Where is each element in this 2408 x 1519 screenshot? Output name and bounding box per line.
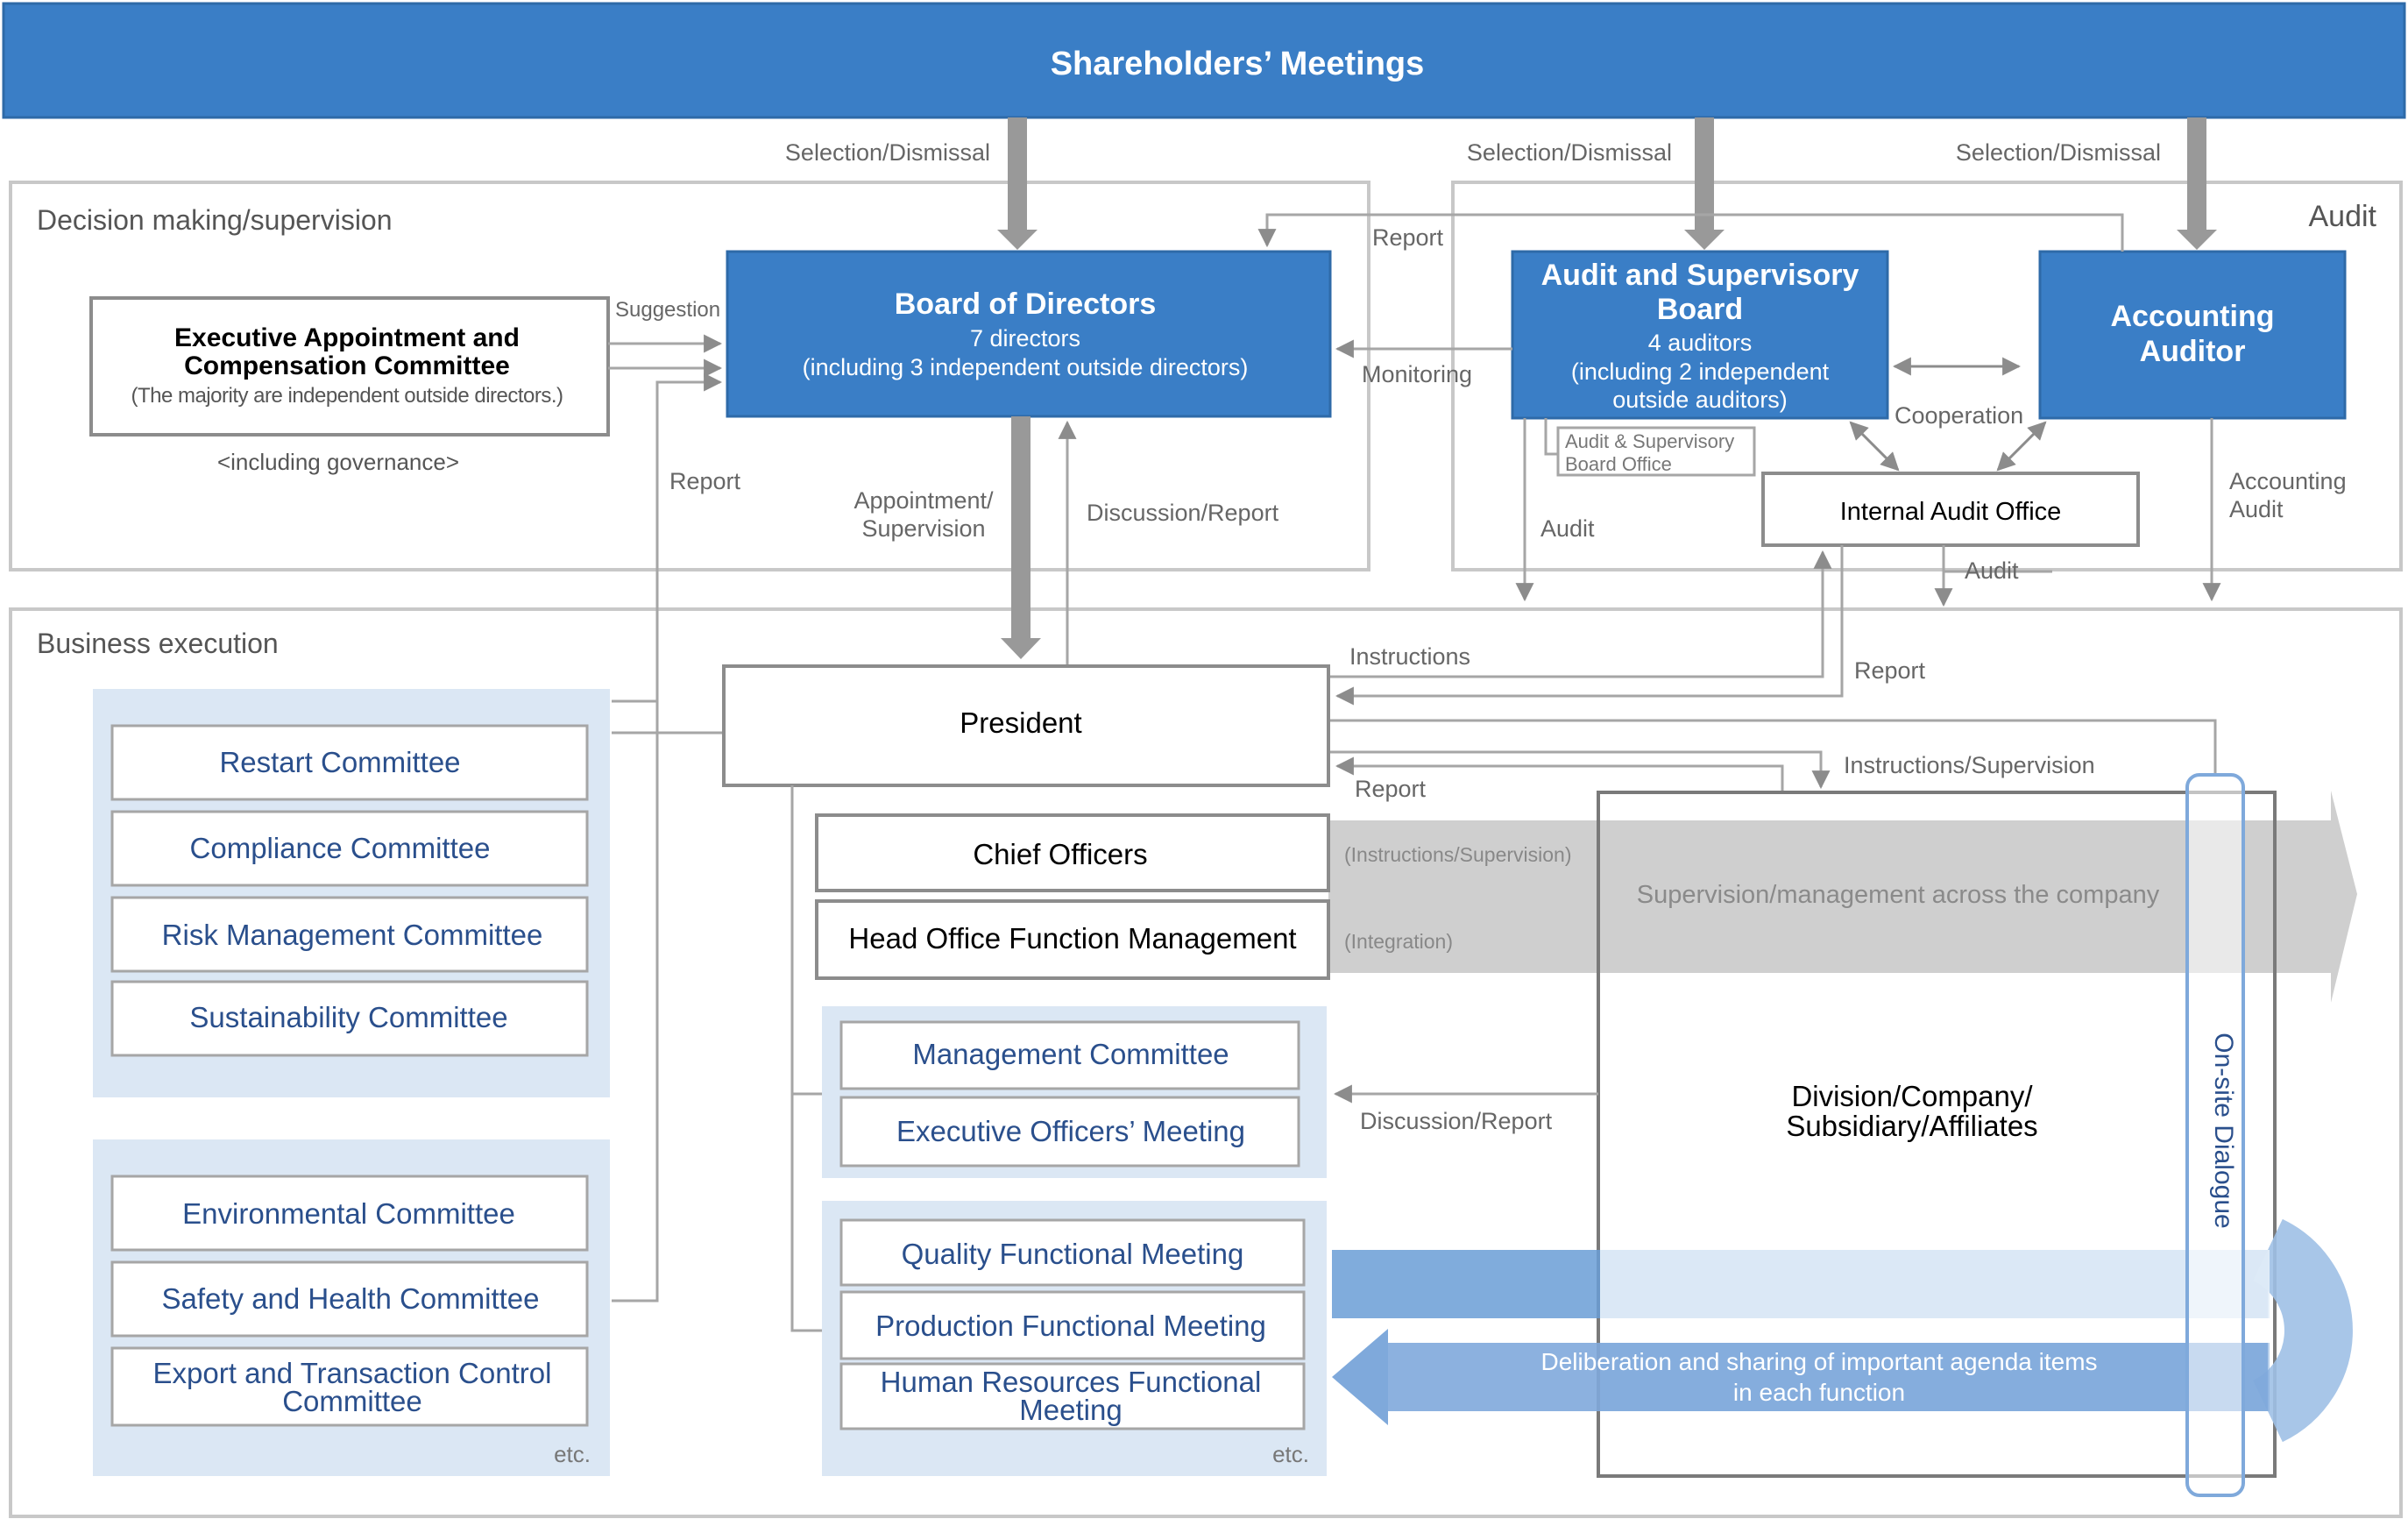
accounting-audit-label-1: Accounting (2229, 468, 2347, 494)
committee-export-2: Committee (282, 1385, 422, 1417)
committee-list-2: Environmental Committee Safety and Healt… (110, 1175, 589, 1427)
chief-officers-box (815, 813, 1330, 892)
meeting-production: Production Functional Meeting (875, 1310, 1266, 1342)
selection-arrow-accounting (2177, 117, 2217, 250)
monitoring-label: Monitoring (1362, 361, 1472, 387)
deliberation-arrow (1332, 1218, 2353, 1443)
supervision-management-arrow (1328, 791, 2357, 1003)
onsite-dialogue-label: On-site Dialogue (2209, 1033, 2238, 1228)
report-president-arrow (1335, 756, 1784, 792)
board-detail: (including 3 independent outside directo… (803, 354, 1249, 380)
instructions-supervision-arrow (1328, 750, 1831, 790)
division-label-2: Subsidiary/Affiliates (1786, 1110, 2037, 1142)
selection-label-3: Selection/Dismissal (1956, 139, 2161, 166)
appointment-arrow (1001, 416, 1041, 659)
committee-risk: Risk Management Committee (162, 919, 543, 951)
shareholders-banner (2, 2, 2406, 119)
committee-safety: Safety and Health Committee (161, 1282, 539, 1315)
committee-restart: Restart Committee (219, 746, 460, 778)
discussion-report-2-label: Discussion/Report (1360, 1108, 1553, 1134)
asb-box (1511, 250, 1889, 420)
asb-detail-1: (including 2 independent (1571, 358, 1830, 385)
committee-export-1: Export and Transaction Control (153, 1357, 552, 1389)
suggestion-label: Suggestion (615, 298, 720, 322)
accounting-auditor-2: Auditor (2140, 335, 2246, 368)
audit-asb-label: Audit (1540, 515, 1595, 542)
business-section-label: Business execution (37, 628, 279, 659)
asb-count: 4 auditors (1648, 330, 1753, 356)
instructions-arrow (1328, 550, 1832, 678)
meeting-executive-officers: Executive Officers’ Meeting (896, 1115, 1245, 1147)
report-iao-arrow (1335, 545, 1844, 706)
report-president-label: Report (1355, 776, 1427, 802)
committee-list-1: Restart Committee Compliance Committee R… (110, 724, 589, 1057)
committee-compliance: Compliance Committee (190, 832, 491, 864)
supervision-management-label: Supervision/management across the compan… (1637, 881, 2160, 909)
appointment-label-1: Appointment/ (853, 487, 994, 514)
board-box (726, 250, 1332, 418)
committee-environmental: Environmental Committee (182, 1197, 515, 1230)
meetings-etc: etc. (1272, 1441, 1309, 1467)
president-label: President (960, 706, 1081, 739)
division-box (1597, 791, 2277, 1478)
asb-office-1: Audit & Supervisory (1565, 430, 1734, 452)
asb-detail-2: outside auditors) (1612, 387, 1788, 413)
selection-label-1: Selection/Dismissal (785, 139, 990, 166)
internal-audit-box (1761, 472, 2140, 547)
instr-sup-paren-label: (Instructions/Supervision) (1344, 843, 1572, 866)
report-left-arrow (612, 373, 723, 703)
asb-title-2: Board (1657, 293, 1743, 326)
eacc-note: (The majority are independent outside di… (131, 384, 563, 408)
governance-note: <including governance> (217, 449, 459, 475)
audit-section-label: Audit (2309, 200, 2377, 233)
selection-label-2: Selection/Dismissal (1467, 139, 1672, 166)
report-top-label: Report (1372, 224, 1444, 251)
asb-office-2: Board Office (1565, 453, 1672, 475)
eacc-title-2: Compensation Committee (184, 351, 510, 380)
head-office-box (815, 899, 1330, 980)
accounting-auditor-1: Accounting (2111, 300, 2275, 333)
deliberation-label-1: Deliberation and sharing of important ag… (1540, 1348, 2097, 1375)
shareholders-title: Shareholders’ Meetings (1051, 46, 1425, 82)
division-label-1: Division/Company/ (1791, 1080, 2033, 1112)
chief-officers-label: Chief Officers (973, 838, 1147, 870)
board-title: Board of Directors (895, 287, 1157, 321)
internal-audit-label: Internal Audit Office (1840, 498, 2062, 526)
instructions-supervision-label: Instructions/Supervision (1844, 752, 2095, 778)
board-count: 7 directors (970, 325, 1080, 351)
committee-sustainability: Sustainability Committee (189, 1001, 507, 1033)
onsite-dialogue-pill (2185, 773, 2245, 1497)
asb-title-1: Audit and Supervisory (1541, 259, 1859, 292)
integration-label: (Integration) (1344, 930, 1453, 953)
appointment-label-2: Supervision (861, 515, 985, 542)
president-box (722, 664, 1330, 787)
eacc-title-1: Executive Appointment and (174, 323, 520, 352)
asb-office-box (1556, 426, 1756, 477)
accounting-auditor-box (2038, 250, 2347, 420)
report-arrow-top (1257, 213, 2124, 252)
meeting-quality: Quality Functional Meeting (902, 1238, 1244, 1270)
eacc-box (89, 296, 610, 437)
committees-etc: etc. (554, 1441, 591, 1467)
decision-section-label: Decision making/supervision (37, 204, 393, 236)
meeting-hr-2: Meeting (1019, 1394, 1122, 1426)
report-left-label: Report (669, 468, 741, 494)
head-office-label: Head Office Function Management (848, 922, 1296, 955)
meeting-management: Management Committee (912, 1038, 1229, 1070)
discussion-report-label: Discussion/Report (1087, 500, 1279, 526)
audit-iao-label: Audit (1965, 557, 2019, 584)
deliberation-label-2: in each function (1733, 1379, 1905, 1406)
report-iao-label: Report (1854, 657, 1926, 684)
meeting-hr-1: Human Resources Functional (881, 1366, 1262, 1398)
selection-arrow-board (997, 117, 1038, 250)
instructions-label: Instructions (1349, 643, 1470, 670)
selection-arrow-asb (1684, 117, 1725, 250)
accounting-audit-label-2: Audit (2229, 496, 2284, 522)
cooperation-label: Cooperation (1895, 402, 2023, 429)
